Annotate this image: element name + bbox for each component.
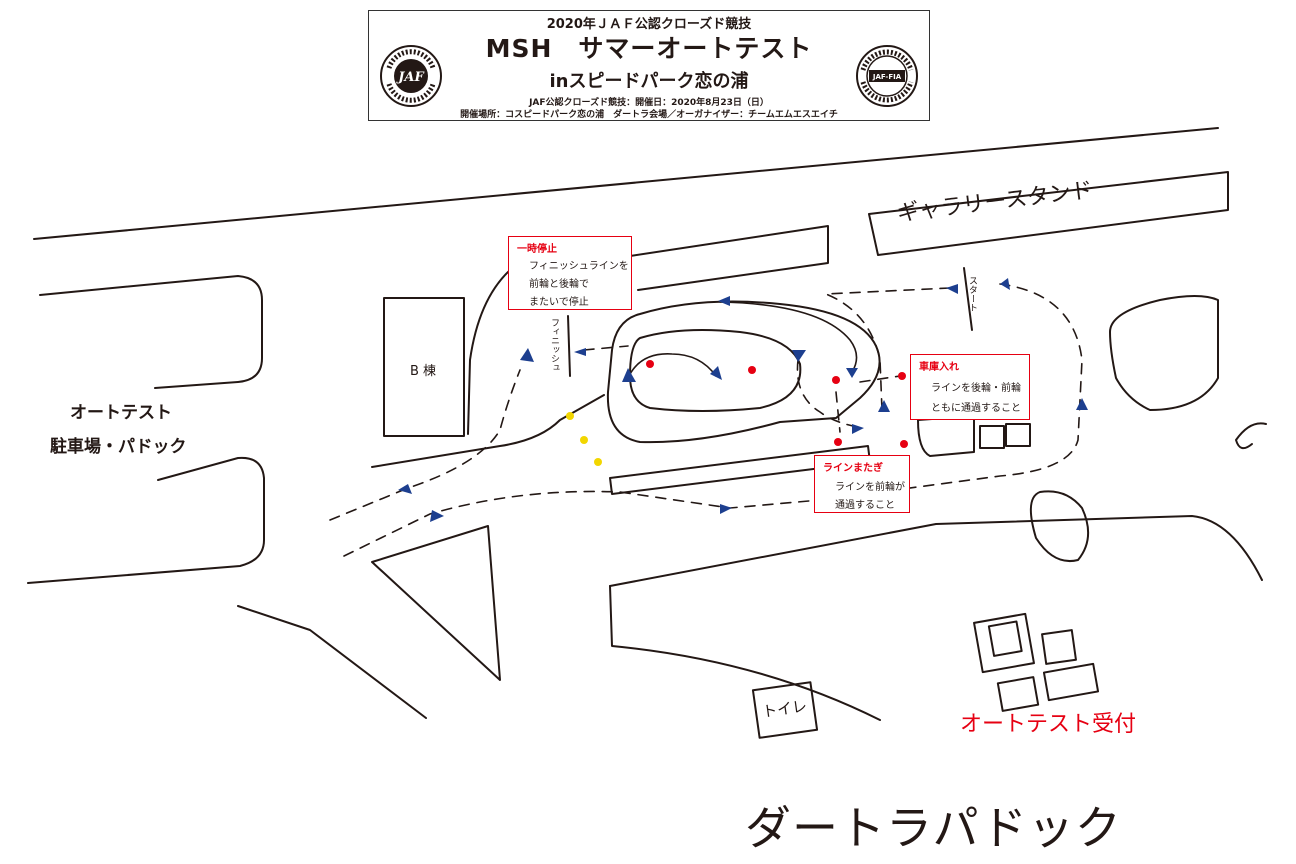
right-blob [1109,295,1219,411]
direction-arrow-icon [852,424,864,434]
line-cross-note: ラインまたぎ ラインを前輪が 通過すること [814,455,910,513]
garage-slot-1 [979,425,1005,449]
event-header: 2020年ＪＡＦ公認クローズド競技 MSH サマーオートテスト inスピードパー… [368,10,930,121]
stop-note-line: またいで停止 [529,297,589,308]
autotest-parking-label-2: 駐車場・パドック [50,437,187,457]
direction-arrow-icon [1000,278,1010,290]
finish-line [567,315,571,377]
dirt-paddock-label: ダートラパドック [745,801,1122,855]
finish-label: フィニッシュ [549,318,559,372]
paddock-left-edge [609,585,881,721]
pylon-red-icon [834,438,842,446]
course-path-loop [719,301,858,373]
stop-note: 一時停止 フィニッシュラインを 前輪と後輪で またいで停止 [508,236,632,310]
jaf-fia-seal-icon: JAF-FIA [856,45,918,107]
direction-arrow-icon [946,284,958,294]
direction-arrow-icon [574,348,586,356]
course-path-garage-2 [859,375,901,383]
garage-note-line: ともに通過すること [931,403,1021,414]
svg-text:JAF-FIA: JAF-FIA [872,73,902,81]
direction-arrow-icon [622,368,636,382]
pylon-yellow-icon [566,412,574,420]
direction-arrow-icon [1076,398,1088,410]
pylon-red-icon [832,376,840,384]
stop-note-line: フィニッシュラインを [529,261,629,272]
pylon-yellow-icon [580,436,588,444]
pylon-red-icon [748,366,756,374]
direction-arrow-icon [398,484,412,494]
autotest-parking-label-1: オートテスト [70,403,172,423]
triangle-island [371,525,501,681]
direction-arrow-icon [520,348,534,362]
gallery-stand-box [868,171,1229,256]
pylon-yellow-icon [594,458,602,466]
event-info-venue: 開催場所：コスピードパーク恋の浦 ダートラ会場／オーガナイザー：チームエムエスエ… [460,110,838,120]
course-path-garage-1 [835,391,841,433]
reception-tent-1-inner [987,620,1023,657]
curve-island [1029,490,1089,562]
reception-tent-4 [1042,662,1100,702]
direction-arrow-icon [720,504,732,514]
right-hook [1235,422,1267,450]
garage-slot-2 [1005,423,1031,447]
line-cross-note-line: ラインを前輪が [835,482,905,493]
reception-tent-2 [1041,629,1077,665]
jaf-seal-icon: JAF [380,45,442,107]
direction-arrow-icon [430,510,444,522]
road-mid [371,394,605,468]
building-b [383,297,465,437]
pylon-red-icon [900,440,908,448]
course-path-exit [329,369,521,521]
svg-text:JAF: JAF [395,70,424,85]
stop-note-line: 前輪と後輪で [529,279,589,290]
island-outer [606,300,881,444]
event-info-date: JAF公認クローズド競技：開催日：2020年8月23日（日） [529,98,769,108]
line-cross-note-line: 通過すること [835,500,895,511]
garage-note-title: 車庫入れ [919,362,959,373]
building-b-label: B 棟 [410,364,437,379]
reception-tent-3 [996,676,1040,712]
parking-outline-top [39,275,263,389]
course-path-entry [343,283,1083,557]
direction-arrow-icon [878,400,890,412]
paddock-top-edge [609,515,1263,587]
start-line [963,267,973,331]
course-path-finish [583,345,629,351]
toilet-box [751,681,819,739]
garage-box [917,415,975,457]
start-label: スタート [967,276,977,312]
garage-note-line: ラインを後輪・前輪 [931,383,1021,394]
garage-note: 車庫入れ ラインを後輪・前輪 ともに通過すること [910,354,1030,420]
lower-road-edge [237,605,427,719]
reception-tent-1 [973,612,1035,674]
event-category: 2020年ＪＡＦ公認クローズド競技 [546,17,752,32]
pylon-red-icon [898,372,906,380]
direction-arrow-icon [710,366,722,380]
course-path-slalom-line [627,353,717,379]
direction-arrow-icon [718,296,730,306]
course-path-start [825,287,951,411]
stop-note-title: 一時停止 [517,244,557,255]
direction-arrow-icon [792,350,806,362]
course-path-slalom [796,359,865,429]
gallery-wall [629,225,829,291]
parking-outline-bottom [27,456,265,584]
pylon-red-icon [646,360,654,368]
reception-label: オートテスト受付 [960,712,1137,737]
direction-arrow-icon [846,368,858,378]
road-edge-top [33,127,1219,240]
line-cross-note-title: ラインまたぎ [823,463,883,474]
event-title: MSH サマーオートテスト [485,34,813,63]
event-subtitle: inスピードパーク恋の浦 [549,71,749,92]
